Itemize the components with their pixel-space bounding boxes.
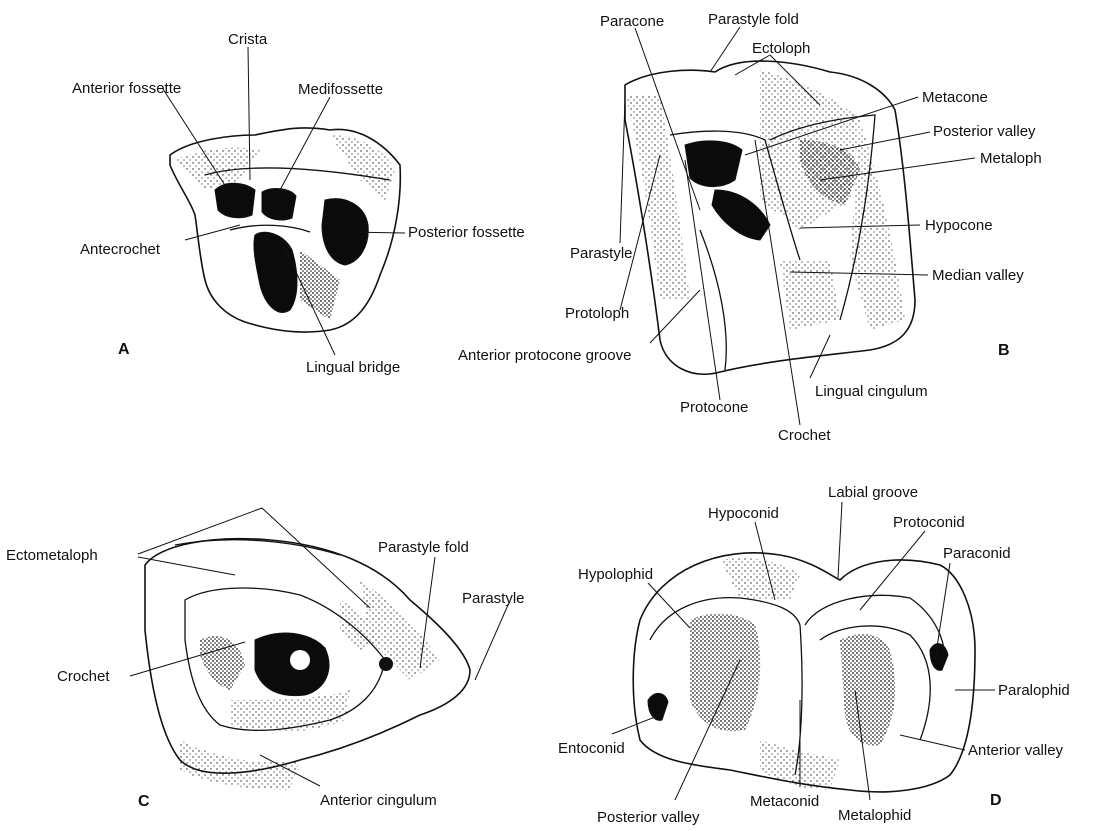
label-metalophid: Metalophid bbox=[838, 807, 911, 824]
label-hypocone: Hypocone bbox=[925, 217, 993, 234]
label-paralophid: Paralophid bbox=[998, 682, 1070, 699]
tooth-b-drawing bbox=[625, 61, 915, 374]
panel-a: Anterior fossette Crista Medifossette An… bbox=[72, 31, 525, 376]
label-lingual-cingulum: Lingual cingulum bbox=[815, 383, 928, 400]
label-parastyle-c: Parastyle bbox=[462, 590, 525, 607]
panel-letter-b: B bbox=[998, 342, 1010, 359]
label-medifossette: Medifossette bbox=[298, 81, 383, 98]
label-anterior-fossette: Anterior fossette bbox=[72, 80, 181, 97]
label-posterior-fossette: Posterior fossette bbox=[408, 224, 525, 241]
label-lingual-bridge: Lingual bridge bbox=[306, 359, 400, 376]
label-anterior-valley: Anterior valley bbox=[968, 742, 1064, 759]
label-crista: Crista bbox=[228, 31, 268, 48]
label-protoloph: Protoloph bbox=[565, 305, 629, 322]
label-protoconid: Protoconid bbox=[893, 514, 965, 531]
label-posterior-valley-d: Posterior valley bbox=[597, 809, 700, 826]
label-parastyle-b: Parastyle bbox=[570, 245, 633, 262]
tooth-c-drawing bbox=[145, 539, 470, 790]
label-hypolophid: Hypolophid bbox=[578, 566, 653, 583]
label-median-valley: Median valley bbox=[932, 267, 1024, 284]
panel-letter-c: C bbox=[138, 793, 150, 810]
label-posterior-valley-b: Posterior valley bbox=[933, 123, 1036, 140]
panel-d: Hypoconid Labial groove Protoconid Parac… bbox=[558, 484, 1070, 826]
label-crochet-b: Crochet bbox=[778, 427, 831, 444]
label-parastyle-fold-b: Parastyle fold bbox=[708, 11, 799, 28]
label-metacone: Metacone bbox=[922, 89, 988, 106]
label-labial-groove: Labial groove bbox=[828, 484, 918, 501]
label-entoconid: Entoconid bbox=[558, 740, 625, 757]
panel-b: Paracone Parastyle fold Ectoloph Metacon… bbox=[458, 11, 1042, 444]
tooth-a-drawing bbox=[170, 128, 400, 332]
panel-letter-a: A bbox=[118, 341, 130, 358]
label-ectoloph: Ectoloph bbox=[752, 40, 810, 57]
label-paracone: Paracone bbox=[600, 13, 664, 30]
tooth-d-drawing bbox=[633, 553, 975, 792]
label-ectometaloph: Ectometaloph bbox=[6, 547, 98, 564]
label-parastyle-fold-c: Parastyle fold bbox=[378, 539, 469, 556]
panel-c: Ectometaloph Parastyle fold Parastyle Cr… bbox=[6, 508, 525, 810]
panel-letter-d: D bbox=[990, 792, 1002, 809]
label-hypoconid: Hypoconid bbox=[708, 505, 779, 522]
label-paraconid: Paraconid bbox=[943, 545, 1011, 562]
label-anterior-protocone-groove: Anterior protocone groove bbox=[458, 347, 631, 364]
label-anterior-cingulum: Anterior cingulum bbox=[320, 792, 437, 809]
label-crochet-c: Crochet bbox=[57, 668, 110, 685]
label-metaconid: Metaconid bbox=[750, 793, 819, 810]
label-antecrochet: Antecrochet bbox=[80, 241, 161, 258]
label-metaloph: Metaloph bbox=[980, 150, 1042, 167]
label-protocone: Protocone bbox=[680, 399, 748, 416]
